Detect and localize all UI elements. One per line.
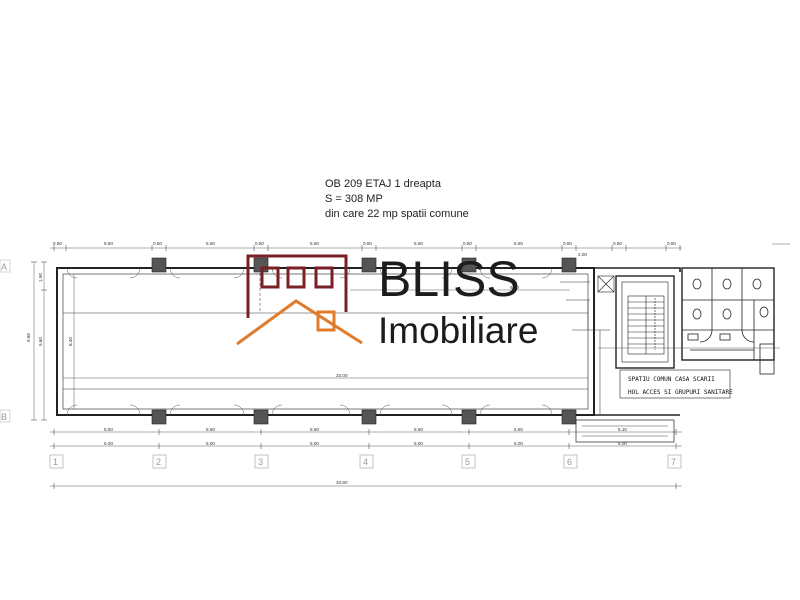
- columns-top: [151, 257, 577, 273]
- dim-bottom-a3: 5.50: [310, 427, 319, 432]
- dim-bottom-a6: 5.10: [618, 427, 627, 432]
- dim-bottom-a4: 5.50: [414, 427, 423, 432]
- dim-inner-length: 33.00: [336, 373, 348, 378]
- dim-bottom-b6: 6.00: [618, 441, 627, 446]
- dim-bottom-a2: 5.50: [206, 427, 215, 432]
- bliss-logo: BLISS Imobiliare: [236, 251, 538, 351]
- axis-col-2: 2: [156, 457, 161, 467]
- common-space-note-1: SPATIU COMUN CASA SCARII: [628, 376, 715, 383]
- dimension-labels: 0.50 5.50 0.50 5.50 0.50 5.50 0.50 5.50 …: [26, 241, 676, 485]
- logo-word-imobiliare: Imobiliare: [378, 310, 538, 351]
- house-icon: [246, 254, 348, 318]
- axis-row-b: B: [1, 412, 7, 422]
- axis-col-7: 7: [671, 457, 676, 467]
- axis-markers: 1 2 3 4 5 6 7 A B: [0, 259, 682, 469]
- plan-area: S = 308 MP: [325, 193, 383, 205]
- dim-top-8: 5.50: [414, 241, 423, 246]
- dim-top-11: 0.50: [563, 241, 572, 246]
- dimension-lines: [33, 243, 790, 487]
- dim-stair: 2.00: [578, 252, 587, 257]
- columns-bottom: [151, 409, 577, 425]
- staircase: [597, 275, 665, 355]
- dim-bottom-b5: 6.00: [514, 441, 523, 446]
- axis-col-3: 3: [258, 457, 263, 467]
- axis-col-1: 1: [53, 457, 58, 467]
- dim-top-9: 0.50: [463, 241, 472, 246]
- axis-col-4: 4: [363, 457, 368, 467]
- dim-corridor: 6.30: [510, 285, 519, 290]
- dim-top-3: 0.50: [153, 241, 162, 246]
- dim-left-2: 5.60: [38, 337, 43, 346]
- dim-top-12: 0.50: [613, 241, 622, 246]
- dim-left-1: 1.90: [38, 273, 43, 282]
- dim-inner-height: 8.40: [68, 337, 73, 346]
- dim-overall-height: 9.65: [26, 333, 31, 342]
- dim-bottom-a1: 5.50: [104, 427, 113, 432]
- dim-top-2: 5.50: [104, 241, 113, 246]
- dim-top-7: 0.50: [363, 241, 372, 246]
- dim-top-1: 0.50: [53, 241, 62, 246]
- dim-top-6: 5.50: [310, 241, 319, 246]
- dimension-ticks: [31, 245, 681, 489]
- sanitary-block: [681, 267, 775, 375]
- dim-top-13: 0.50: [667, 241, 676, 246]
- plan-title-block: OB 209 ETAJ 1 dreapta S = 308 MP din car…: [325, 177, 469, 222]
- dim-bottom-b3: 6.00: [310, 441, 319, 446]
- dim-top-4: 5.50: [206, 241, 215, 246]
- common-space-box: SPATIU COMUN CASA SCARII HOL ACCES SI GR…: [619, 369, 733, 399]
- dim-bottom-b1: 6.00: [104, 441, 113, 446]
- axis-col-5: 5: [465, 457, 470, 467]
- roof-icon: [236, 299, 363, 346]
- dim-bottom-b2: 6.00: [206, 441, 215, 446]
- logo-word-bliss: BLISS: [378, 251, 520, 307]
- plan-common-area: din care 22 mp spatii comune: [325, 208, 469, 220]
- dim-top-10: 5.50: [514, 241, 523, 246]
- common-space-note-2: HOL ACCES SI GRUPURI SANITARE: [628, 389, 733, 396]
- dim-overall-length: 33.80: [336, 480, 348, 485]
- axis-row-a: A: [1, 262, 7, 272]
- plan-title: OB 209 ETAJ 1 dreapta: [325, 178, 441, 190]
- dim-bottom-b4: 6.00: [414, 441, 423, 446]
- dim-top-5: 0.50: [255, 241, 264, 246]
- axis-col-6: 6: [567, 457, 572, 467]
- lower-corridor: [575, 419, 675, 443]
- dim-bottom-a5: 5.50: [514, 427, 523, 432]
